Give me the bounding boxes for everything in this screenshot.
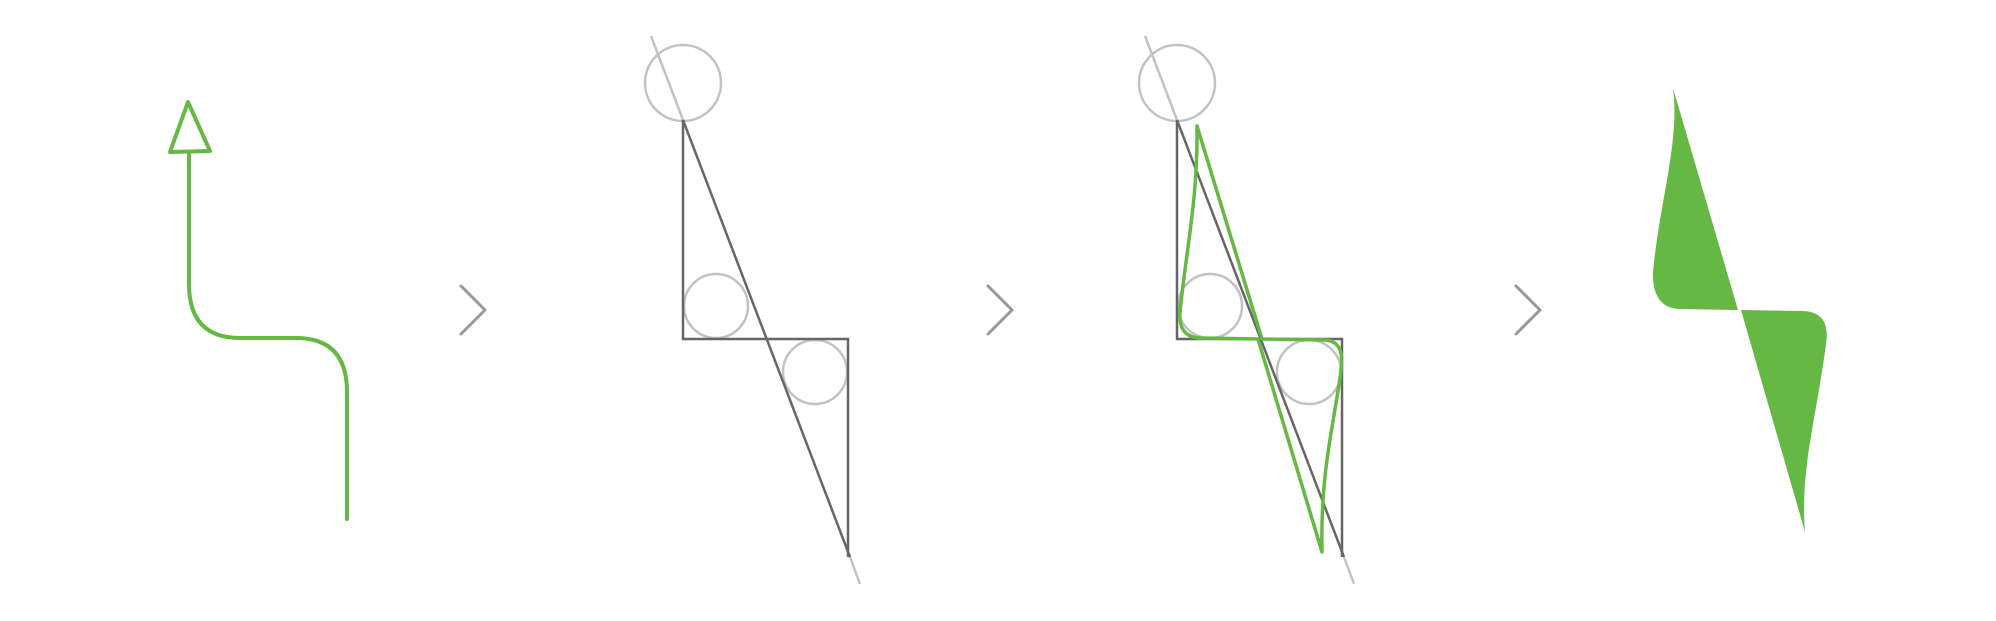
diagonal-extension-bottom <box>1342 556 1356 585</box>
bolt-outline <box>1178 124 1344 554</box>
construction-circle-bottom <box>1275 338 1343 406</box>
construction-circle-top <box>643 43 723 123</box>
bolt-logo-lower-half <box>1741 310 1827 532</box>
construction-frame <box>681 119 852 558</box>
chevron-right-icon <box>1514 284 1542 336</box>
construction-circle-top <box>1137 43 1217 123</box>
construction-lines-icon <box>643 35 862 585</box>
construction-circle-middle <box>682 272 750 340</box>
bolt-logo-upper-half <box>1652 88 1738 310</box>
bolt-logo-icon <box>1652 88 1827 532</box>
diagonal-extension-top <box>1143 35 1179 121</box>
bolt-outline-icon <box>1137 35 1356 585</box>
chevron-right-icon <box>459 284 487 336</box>
arrow-shaft <box>187 150 349 521</box>
arrow-head <box>168 100 212 154</box>
diagonal-extension-bottom <box>848 556 862 585</box>
construction-circle-bottom <box>781 338 849 406</box>
diagonal-extension-top <box>649 35 685 121</box>
frame-diagonal <box>681 119 852 558</box>
construction-circle-middle <box>1176 272 1244 340</box>
chevron-right-icon <box>986 284 1014 336</box>
turn-up-arrow-icon <box>168 100 349 521</box>
